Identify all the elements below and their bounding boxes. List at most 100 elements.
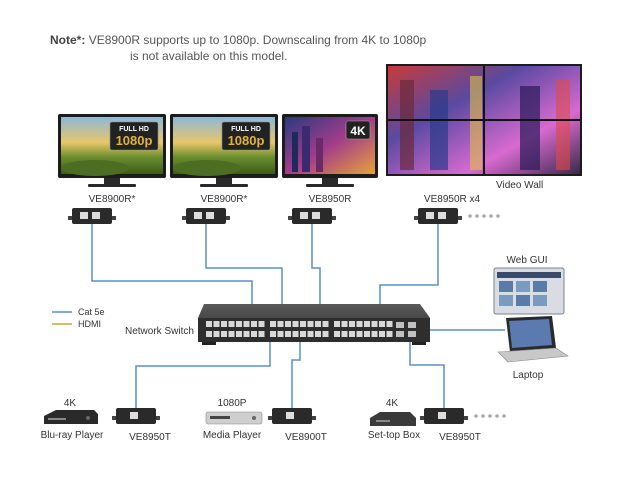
bluray-player-device: [44, 410, 98, 424]
switch-port: [236, 331, 242, 337]
receiver-2: VE8900R*: [182, 194, 247, 224]
switch-port: [300, 331, 306, 337]
switch-port: [270, 331, 276, 337]
switch-port: [356, 331, 363, 337]
cat-cables: [91, 224, 505, 408]
source-resolution-2: 1080P: [218, 398, 247, 409]
switch-port: [356, 321, 363, 327]
transmitter-label-1: VE8950T: [129, 432, 171, 443]
note-text: Note*: VE8900R supports up to 1080p. Dow…: [50, 32, 426, 64]
source-device-1: Blu-ray Player: [41, 430, 104, 441]
switch-port: [258, 321, 265, 327]
switch-port: [300, 321, 306, 327]
switch-port: [349, 331, 355, 337]
video-wall-caption: Video Wall: [496, 180, 543, 191]
cable-tx3: [409, 342, 445, 408]
switch-port: [379, 331, 385, 337]
switch-port: [277, 321, 284, 327]
more-dots-bottom: [474, 414, 506, 418]
source-1: 4K Blu-ray Player VE8950T: [41, 398, 171, 443]
switch-port: [307, 331, 314, 337]
switch-port: [251, 331, 257, 337]
switch-port: [213, 331, 220, 337]
switch-port: [315, 321, 321, 327]
transmitter-label-2: VE8900T: [285, 432, 327, 443]
badge-top-3: 4K: [350, 124, 366, 138]
receiver-3: VE8950R: [288, 194, 351, 224]
display-3: 4K: [282, 114, 378, 187]
laptop-label: Laptop: [513, 370, 544, 381]
badge-top-2: FULL HD: [231, 126, 261, 133]
receiver-4: VE8950R x4: [414, 194, 500, 224]
switch-port: [243, 331, 250, 337]
receiver-label-4: VE8950R x4: [424, 194, 481, 205]
transmitter-label-3: VE8950T: [439, 432, 481, 443]
display-1: FULL HD 1080p: [58, 114, 166, 187]
switch-port: [349, 321, 355, 327]
source-device-3: Set-top Box: [368, 430, 420, 441]
receiver-label-3: VE8950R: [309, 194, 352, 205]
switch-port: [341, 321, 348, 327]
cable-rx2: [205, 224, 283, 318]
receiver-label-1: VE8900R*: [89, 194, 136, 205]
settop-box-device: [370, 412, 416, 426]
source-2: 1080P Media Player VE8900T: [203, 398, 327, 443]
switch-port: [213, 321, 220, 327]
source-3: 4K Set-top Box VE8950T: [368, 398, 506, 443]
switch-port: [386, 331, 393, 337]
switch-port: [228, 321, 235, 327]
source-resolution-3: 4K: [386, 398, 399, 409]
switch-port: [277, 331, 284, 337]
legend-hdmi-label: HDMI: [78, 319, 101, 329]
switch-port: [364, 331, 370, 337]
cable-rx4: [379, 224, 439, 318]
display-2: FULL HD 1080p: [170, 114, 278, 187]
source-device-2: Media Player: [203, 430, 262, 441]
laptop: Laptop: [497, 316, 569, 381]
switch-port: [386, 321, 393, 327]
switch-port: [379, 321, 385, 327]
switch-port: [322, 321, 329, 327]
switch-port: [206, 331, 212, 337]
switch-port: [243, 321, 250, 327]
switch-port: [221, 321, 227, 327]
legend-cat-label: Cat 5e: [78, 307, 105, 317]
receiver-label-2: VE8900R*: [201, 194, 248, 205]
switch-port: [364, 321, 370, 327]
switch-port: [236, 321, 242, 327]
switch-port: [270, 321, 276, 327]
switch-port: [206, 321, 212, 327]
switch-port: [251, 321, 257, 327]
cable-tx1: [135, 342, 271, 408]
switch-port: [315, 331, 321, 337]
switch-port: [371, 321, 378, 327]
switch-port: [334, 321, 340, 327]
switch-port: [228, 331, 235, 337]
switch-port: [258, 331, 265, 337]
badge-top-1: FULL HD: [119, 126, 149, 133]
video-wall: Video Wall: [386, 64, 582, 191]
source-resolution-1: 4K: [64, 398, 77, 409]
note-line-1: VE8900R supports up to 1080p. Downscalin…: [88, 33, 427, 47]
switch-port: [285, 331, 291, 337]
badge-bottom-2: 1080p: [228, 133, 265, 148]
legend: Cat 5e HDMI: [52, 307, 105, 329]
network-switch: Network Switch: [125, 304, 430, 345]
switch-port: [334, 331, 340, 337]
web-gui: Web GUI: [493, 255, 565, 315]
cable-rx1: [91, 224, 253, 318]
switch-port: [371, 331, 378, 337]
switch-port: [292, 321, 299, 327]
switch-port: [322, 331, 329, 337]
note-line-2: is not available on this model.: [130, 49, 288, 63]
switch-label: Network Switch: [125, 326, 194, 337]
switch-port: [307, 321, 314, 327]
media-player-device: [205, 411, 263, 425]
cable-rx3: [311, 224, 321, 318]
web-gui-label: Web GUI: [507, 255, 548, 266]
switch-port: [292, 331, 299, 337]
switch-port: [221, 331, 227, 337]
switch-port: [341, 331, 348, 337]
switch-port: [285, 321, 291, 327]
